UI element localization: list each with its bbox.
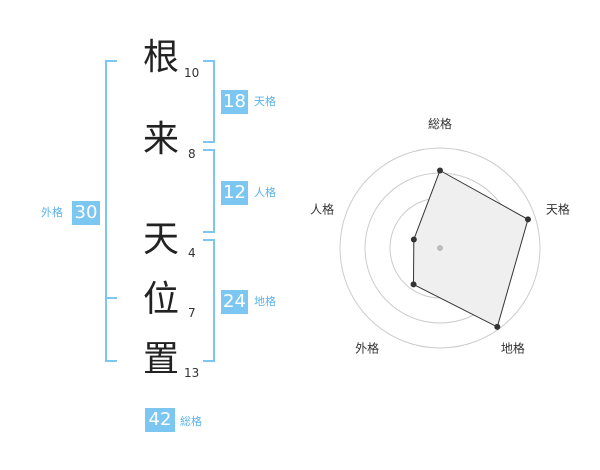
radar-point-5 [410,236,417,243]
gaikaku-bracket [105,60,117,362]
name-char-4: 位 [143,279,180,320]
radar-center-dot [437,245,443,251]
stroke-count-1: 10 [184,66,200,80]
soukaku-value: 42 [145,408,175,432]
radar-axis-label-2: 天格 [546,202,570,217]
gaikaku-bracket-tick [105,297,117,299]
radar-ring-4 [339,147,541,349]
jinkaku-value: 12 [221,181,248,205]
radar-points [410,167,531,330]
jinkaku-bracket [203,149,215,233]
name-char-5: 置 [143,339,180,380]
stroke-count-2: 8 [188,147,196,161]
radar-axis-label-5: 人格 [310,202,334,217]
radar-axis-label-4: 外格 [355,340,379,355]
radar-point-1 [437,167,443,174]
chikaku-label: 地格 [254,295,276,308]
soukaku-label: 総格 [180,415,202,428]
tenkaku-value: 18 [221,90,248,114]
name-char-3: 天 [143,219,180,260]
gaikaku-value: 30 [72,201,100,225]
radar-axis-label-1: 総格 [428,116,452,131]
stroke-count-3: 4 [188,246,196,260]
name-char-2: 来 [143,119,180,160]
radar-axis-label-3: 地格 [501,340,525,355]
tenkaku-bracket [203,60,215,143]
radar-point-2 [524,216,531,223]
name-char-1: 根 [143,37,180,78]
gaikaku-label: 外格 [41,206,63,219]
radar-polygon [412,169,529,328]
chikaku-value: 24 [221,290,248,314]
radar-point-3 [494,323,501,330]
chikaku-bracket [203,239,215,362]
stroke-count-4: 7 [188,306,196,320]
radar-point-4 [410,281,417,288]
stroke-count-5: 13 [184,366,200,380]
jinkaku-label: 人格 [254,186,276,199]
tenkaku-label: 天格 [254,95,276,108]
